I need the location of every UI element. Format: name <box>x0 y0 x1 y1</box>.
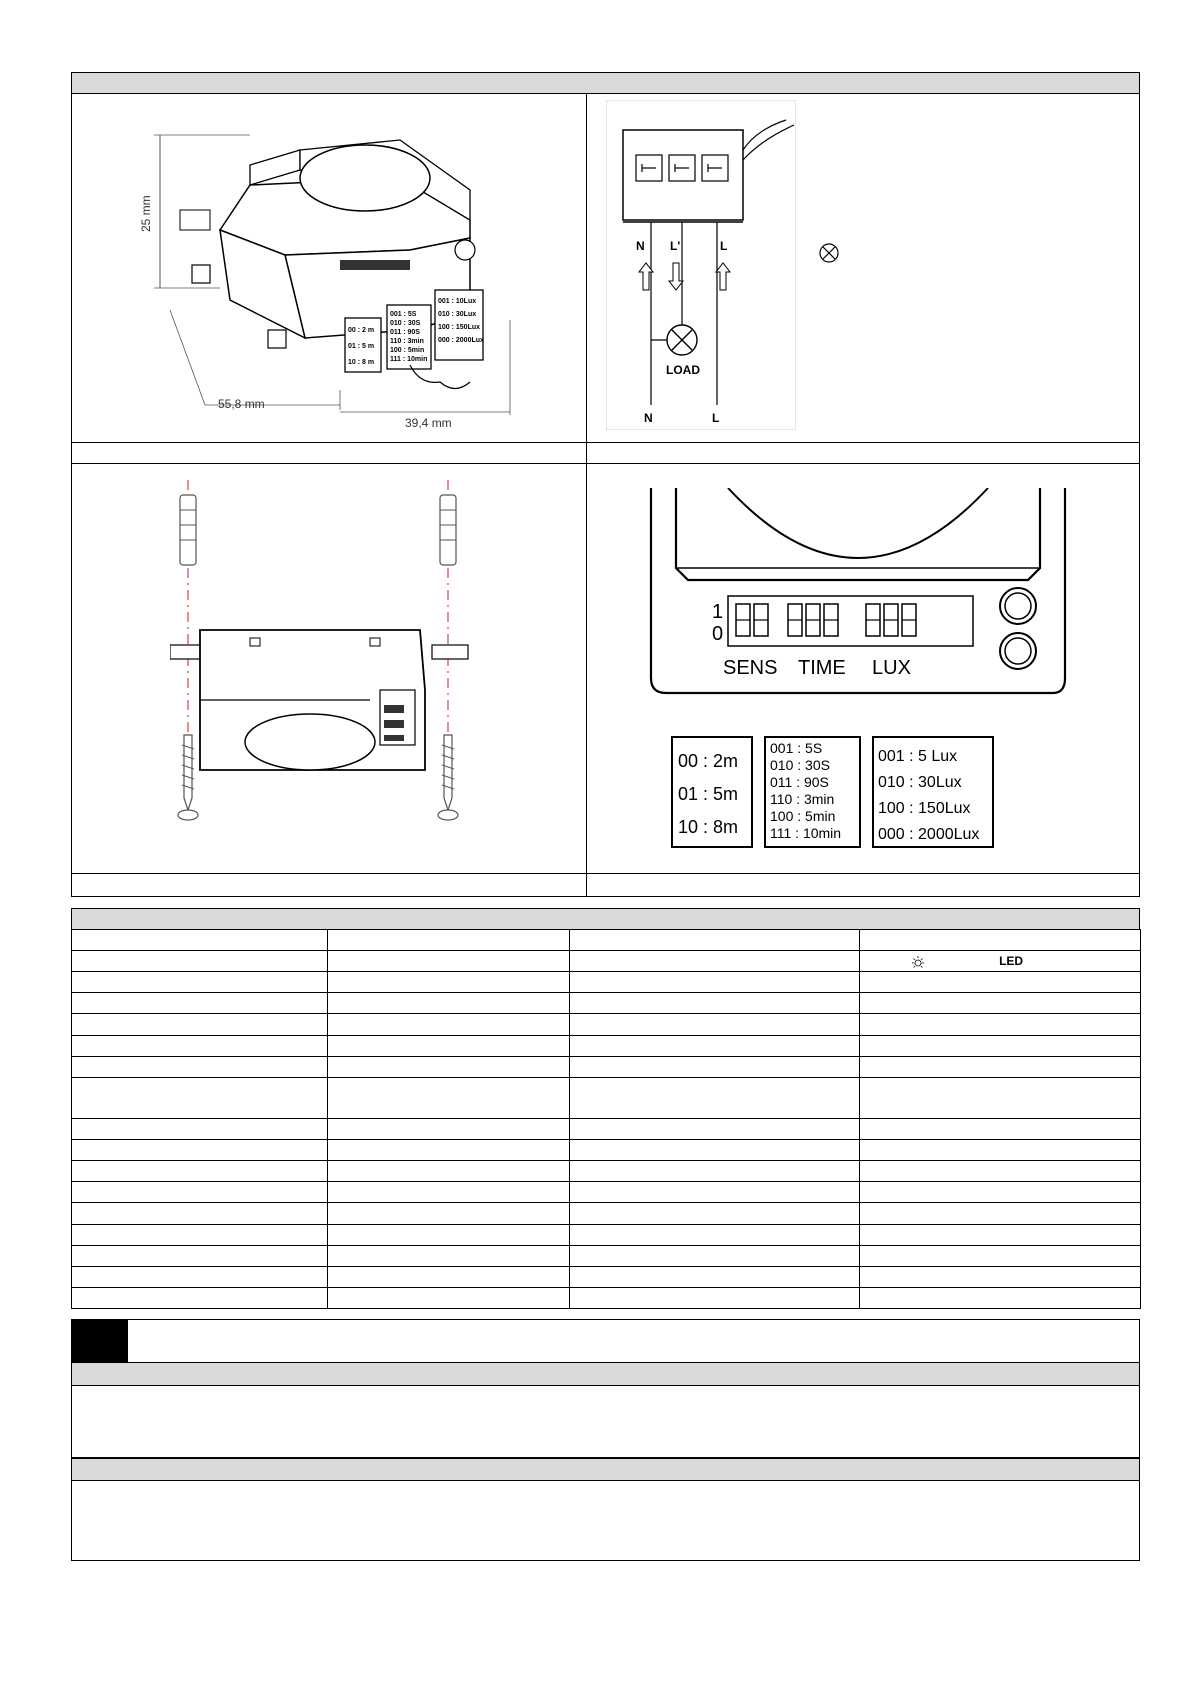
lux-setting-1: 010 : 30Lux <box>878 774 962 791</box>
caption-row-2 <box>71 873 1140 874</box>
bottom-label-n: N <box>644 411 653 425</box>
body-sens-1: 01 : 5 m <box>348 343 374 350</box>
dip-setting-tables: 00 : 2m 01 : 5m 10 : 8m 001 : 5S 010 : 3… <box>671 736 994 848</box>
sens-setting-2: 10 : 8m <box>678 817 738 837</box>
lux-setting-3: 000 : 2000Lux <box>878 826 979 843</box>
time-setting-2: 011 : 90S <box>770 774 829 790</box>
screw-left <box>177 734 199 821</box>
body-time-4: 100 : 5min <box>390 347 424 354</box>
body-lux-1: 010 : 30Lux <box>438 311 476 318</box>
load-label: LOAD <box>666 363 700 377</box>
terminal-label-n: N <box>636 239 645 253</box>
dip-group-time: TIME <box>798 657 846 679</box>
sens-setting-0: 00 : 2m <box>678 751 738 771</box>
section-1-header <box>71 1362 1140 1386</box>
body-time-5: 111 : 10min <box>390 356 427 363</box>
language-badge <box>72 1320 128 1362</box>
mounting-diagram <box>170 480 469 825</box>
caption-row-1 <box>71 442 1140 464</box>
sun-icon <box>910 955 926 969</box>
dim-height-text: 25 mm <box>139 195 153 232</box>
figure-divider-vertical <box>586 93 587 897</box>
body-time-0: 001 : 5S <box>390 311 417 318</box>
spec-table-header <box>71 908 1140 930</box>
time-setting-3: 110 : 3min <box>770 791 834 807</box>
dip-row-label-1: 1 <box>712 601 723 623</box>
led-label: LED <box>999 953 1024 968</box>
dip-group-sens: SENS <box>723 657 777 679</box>
lux-setting-0: 001 : 5 Lux <box>878 748 957 765</box>
wiring-diagram: N L' L LOAD N L <box>606 100 796 430</box>
lamp-symbol-icon <box>819 243 839 263</box>
body-lux-2: 100 : 150Lux <box>438 324 480 331</box>
time-setting-0: 001 : 5S <box>770 740 822 756</box>
bottom-label-l: L <box>712 411 719 425</box>
body-time-2: 011 : 90S <box>390 329 420 336</box>
led-indicator-cell: LED <box>859 950 1141 973</box>
wall-anchor-right <box>439 494 457 566</box>
lux-setting-2: 100 : 150Lux <box>878 800 971 817</box>
terminal-label-l-prime: L' <box>670 239 680 253</box>
body-lux-0: 001 : 10Lux <box>438 298 476 305</box>
terminal-label-l: L <box>720 239 727 253</box>
body-sens-0: 00 : 2 m <box>348 327 374 334</box>
spec-table: LED <box>71 928 1141 1310</box>
dip-group-lux: LUX <box>872 657 911 679</box>
wall-anchor-left <box>179 494 197 566</box>
time-setting-1: 010 : 30S <box>770 757 830 773</box>
dim-width-text: 55,8 mm <box>218 397 265 411</box>
sensor-dimension-drawing: 25 mm 55,8 mm 39,4 mm 00 : 2 m 01 : 5 m … <box>139 134 511 430</box>
body-lux-3: 000 : 2000Lux <box>438 337 484 344</box>
dip-switch-panel: 1 0 SENS TIME LUX <box>649 488 1067 695</box>
dip-row-label-0: 0 <box>712 623 723 645</box>
dim-height-label: 25 mm <box>139 195 153 232</box>
time-setting-5: 111 : 10min <box>770 825 841 841</box>
section-2-header <box>71 1458 1140 1481</box>
figure-block-header <box>71 72 1140 94</box>
section-2-body <box>71 1480 1140 1561</box>
body-sens-2: 10 : 8 m <box>348 359 374 366</box>
language-banner <box>71 1319 1140 1363</box>
sens-setting-1: 01 : 5m <box>678 784 738 804</box>
body-time-3: 110 : 3min <box>390 338 424 345</box>
screw-right <box>437 734 459 821</box>
section-1-body <box>71 1385 1140 1458</box>
dim-depth-text: 39,4 mm <box>405 416 452 430</box>
time-setting-4: 100 : 5min <box>770 808 835 824</box>
body-time-1: 010 : 30S <box>390 320 421 327</box>
